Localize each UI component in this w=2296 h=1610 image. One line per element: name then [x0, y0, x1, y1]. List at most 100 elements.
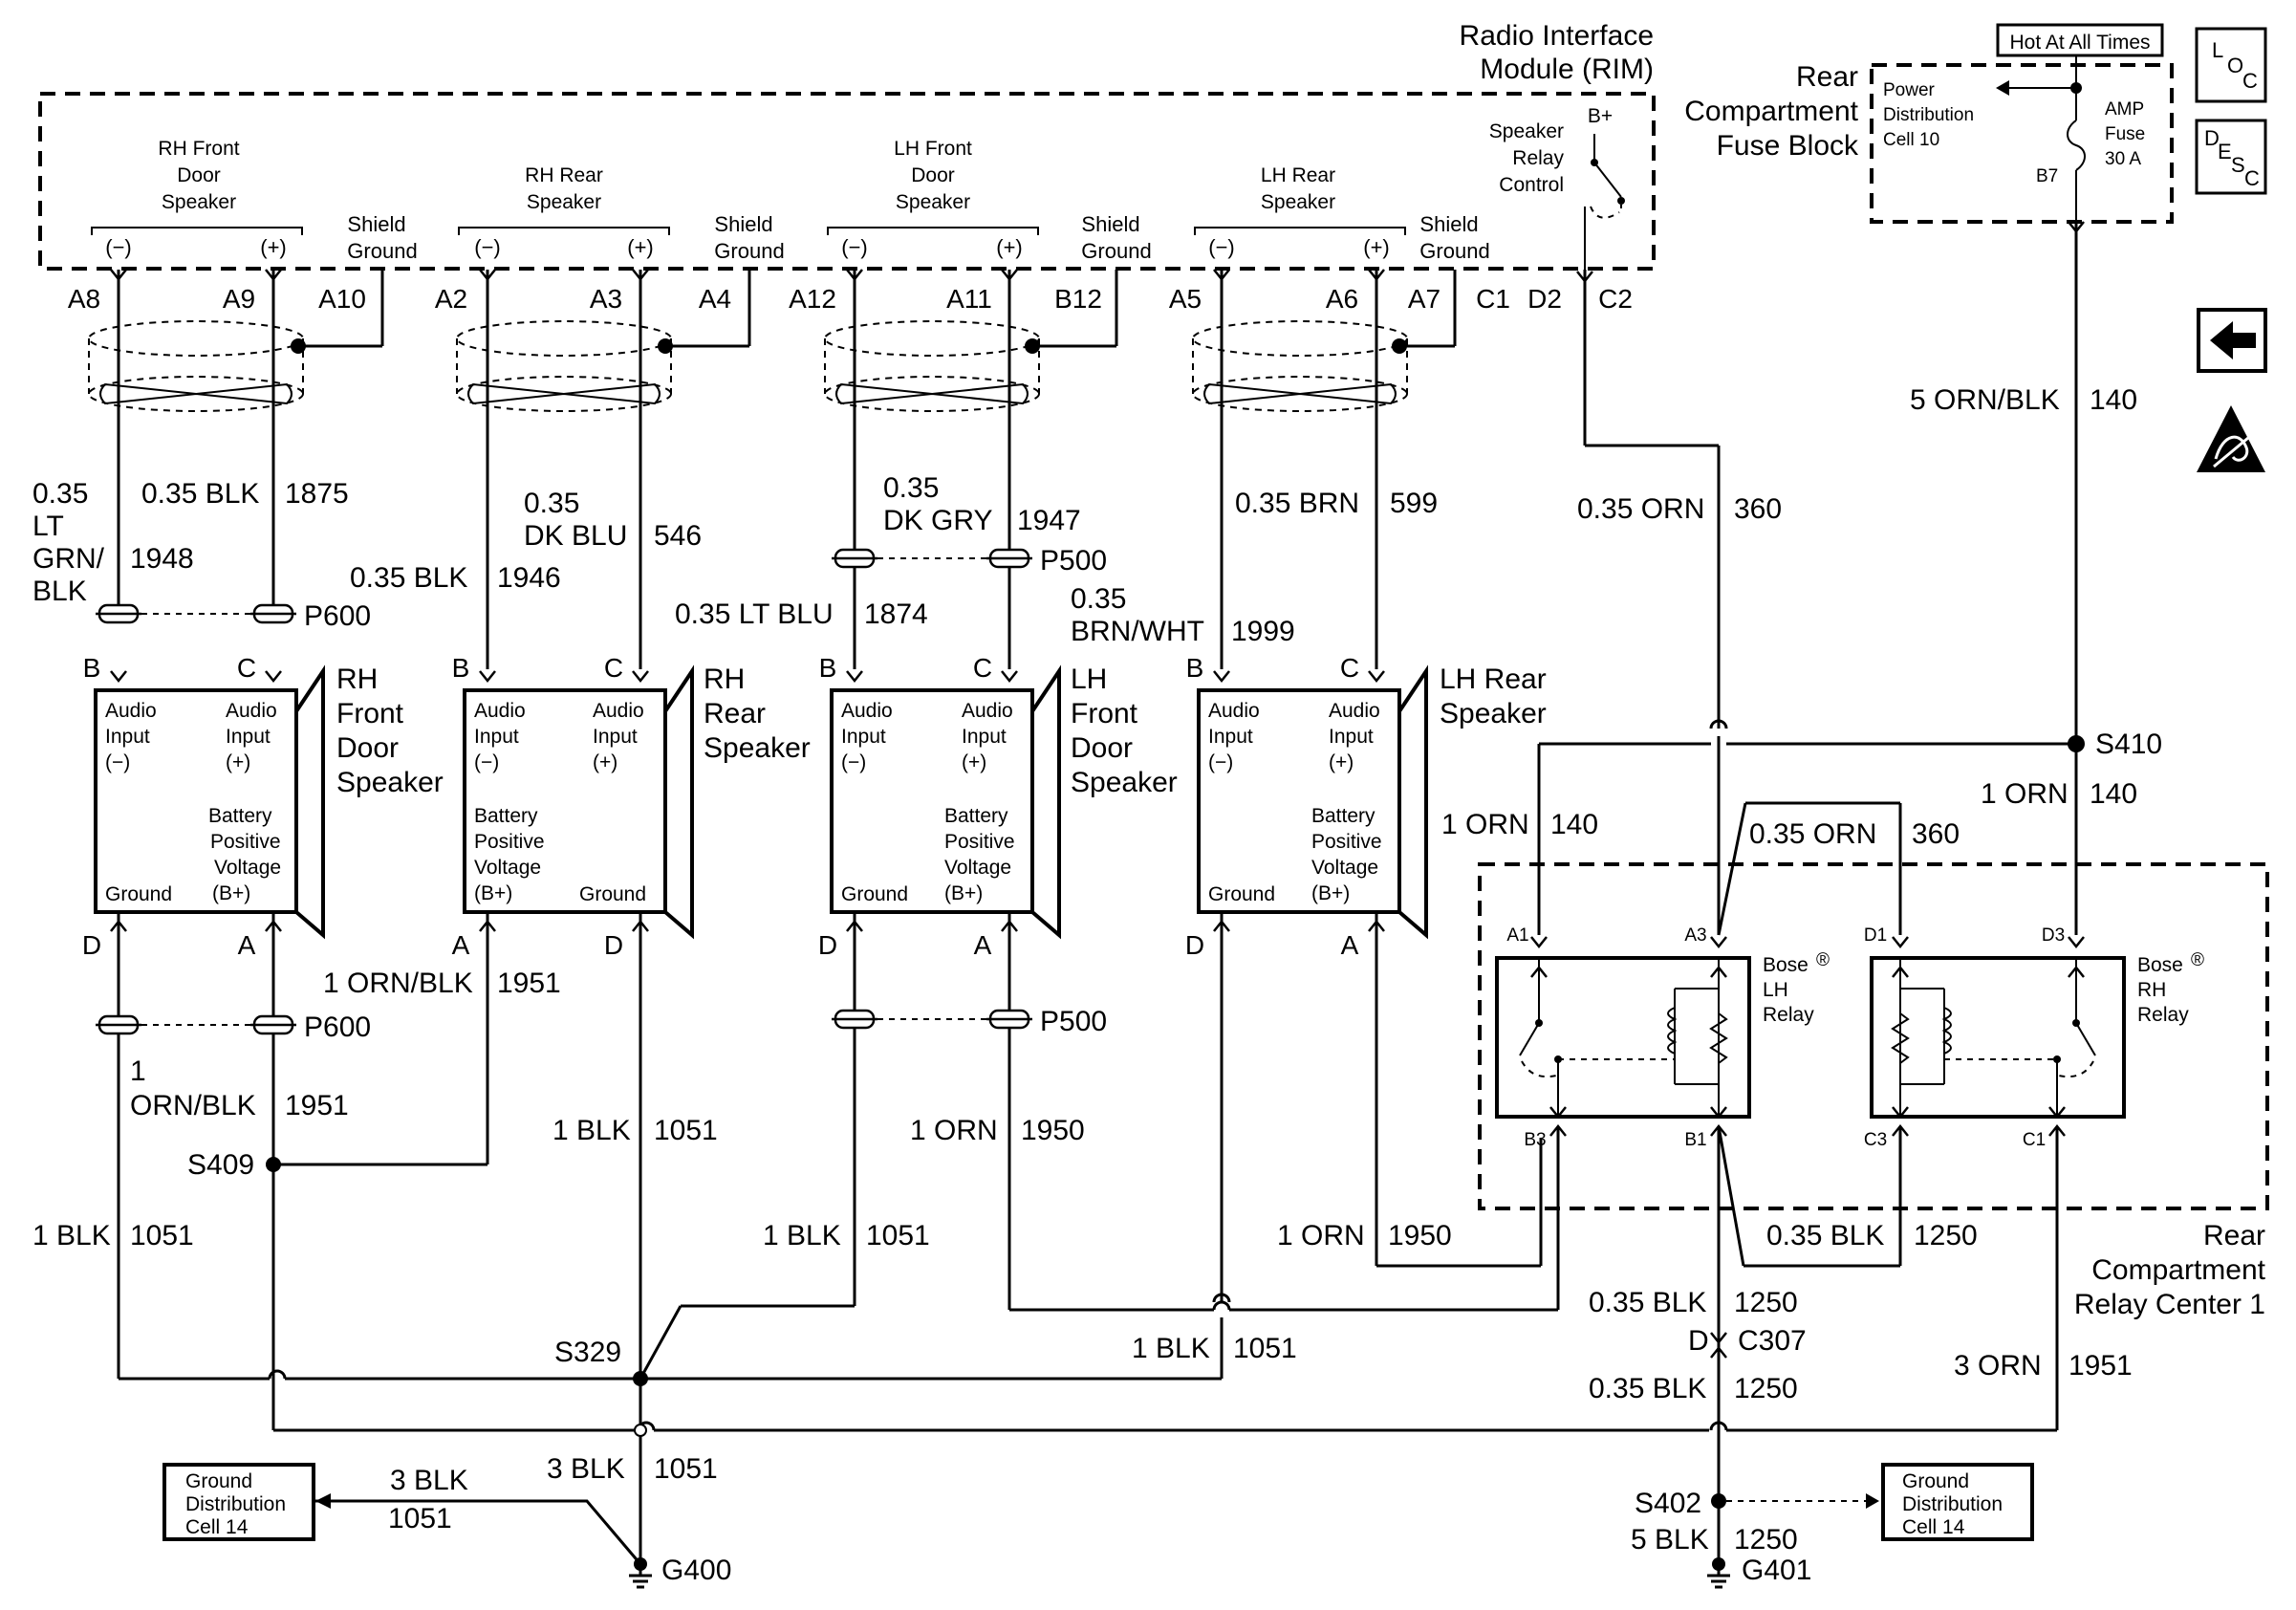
wl-c1250-c: 1250 [1734, 1373, 1798, 1404]
plus-2: (+) [627, 235, 654, 259]
wl-c1875: 1875 [285, 478, 349, 510]
rear-fuse-block: Hot At All Times Rear Compartment Fuse B… [1684, 23, 2174, 224]
rim-pin-a10: A10 [318, 284, 366, 314]
wl-035orn-b: 0.35 ORN [1749, 818, 1876, 850]
pin-d-2: D [604, 930, 623, 960]
s4-inr-0: Audio [1329, 700, 1380, 722]
rim-pin-a12: A12 [789, 284, 836, 314]
s4-inl-0: Audio [1208, 700, 1260, 722]
s3-inr-0: Audio [962, 700, 1013, 722]
relay-pin-c1: C1 [2023, 1130, 2046, 1150]
wl-c1051-f: 1051 [654, 1453, 718, 1485]
p500-lower-label: P500 [1040, 1006, 1107, 1037]
rim-outline [38, 92, 1656, 271]
brace-rh-rear [458, 227, 670, 235]
s1-name-0: RH [336, 664, 378, 695]
amp-fuse-1: AMP [2105, 99, 2144, 120]
ground-distribution-left: Ground Distribution Cell 14 [162, 1463, 315, 1541]
wl-c1946: 1946 [497, 562, 561, 594]
wl-lt: LT [32, 511, 64, 542]
wl-c1948: 1948 [130, 543, 194, 575]
amp-fuse-terminal: B7 [2036, 166, 2058, 186]
minus-2: (−) [474, 235, 501, 259]
p500-lower-connector [830, 1009, 1034, 1030]
s3-name-3: Speaker [1071, 767, 1178, 798]
gdc-left-2: Distribution [185, 1493, 286, 1515]
twisted-pair-lh-front [824, 268, 1118, 669]
s1-bat-2: Voltage [214, 857, 281, 879]
plus-1: (+) [260, 235, 287, 259]
wl-035-b: 0.35 [524, 488, 579, 519]
s410-label: S410 [2095, 729, 2162, 760]
relay-ctrl-2: Relay [1512, 147, 1564, 169]
rim-pin-a4: A4 [699, 284, 731, 314]
rh-relay-2: RH [2137, 979, 2166, 1001]
s2-bat-2: Voltage [474, 857, 541, 879]
pin-a-4: A [1341, 930, 1359, 960]
pin-d-4: D [1185, 930, 1204, 960]
s1-name-1: Front [336, 698, 404, 729]
wl-035orn: 0.35 ORN [1577, 493, 1704, 525]
wl-c1250-a: 1250 [1914, 1220, 1978, 1251]
int-lh-rear-2: Speaker [1261, 191, 1335, 213]
s4-name-1: Speaker [1440, 698, 1547, 729]
pin-b-2: B [452, 653, 470, 683]
int-rh-rear-1: RH Rear [525, 164, 603, 186]
bplus-label: B+ [1588, 105, 1613, 127]
wire-labels-lower: 1 ORN/BLK 1951 1 ORN/BLK 1951 1 BLK 1051… [32, 968, 1452, 1534]
wl-035blk-d: 0.35 BLK [1589, 1287, 1706, 1318]
desc-d: D [2204, 126, 2220, 150]
s2-name-2: Speaker [704, 732, 811, 764]
wl-035blk-b: 0.35 BLK [350, 562, 467, 594]
int-rh-front-1: RH Front [158, 138, 239, 160]
s2-gnd: Ground [579, 883, 646, 905]
wl-1orn-b: 1 ORN [1981, 778, 2069, 810]
relay-ground-wiring [1556, 1125, 2059, 1564]
rim-pin-a3: A3 [590, 284, 622, 314]
p600-upper-label: P600 [304, 600, 371, 632]
wl-grn: GRN/ [32, 543, 105, 575]
speaker-lh-front: B C Audio Input (−) Audio Input (+) Batt… [818, 653, 1178, 960]
wl-c1051-c: 1051 [1233, 1333, 1297, 1364]
wl-3blk-a: 3 BLK [390, 1465, 468, 1496]
relay-pin-a1: A1 [1506, 925, 1528, 946]
p500-upper-label: P500 [1040, 545, 1107, 577]
wl-c140-b: 140 [2090, 778, 2137, 810]
s4-inr-1: Input [1329, 726, 1374, 748]
rim-pin-d2: D2 [1527, 284, 1562, 314]
wl-5ornblk: 5 ORN/BLK [1910, 384, 2060, 416]
lh-relay-1: Bose [1763, 954, 1809, 976]
brace-lh-front [827, 227, 1039, 235]
wl-1blk-b: 1 BLK [763, 1220, 841, 1251]
radio-interface-module: Radio Interface Module (RIM) RH Front Do… [38, 20, 1656, 272]
pin-a-1: A [238, 930, 256, 960]
wl-1orn-a: 1 ORN [1441, 809, 1529, 840]
brace-rh-front [91, 227, 303, 235]
relay-feed-wires [1537, 220, 2086, 936]
wl-c1051-d: 1051 [654, 1115, 718, 1146]
rim-pin-a9: A9 [223, 284, 255, 314]
relay-center-1: Rear [2203, 1220, 2265, 1251]
wl-1orn-c: 1 ORN [910, 1115, 998, 1146]
p600-upper-connector [94, 603, 298, 624]
rear-relay-center: Rear Compartment Relay Center 1 A1 A3 D1… [1478, 862, 2269, 1320]
s2-bat-0: Battery [474, 805, 538, 827]
desc-c: C [2244, 166, 2260, 190]
twisted-pair-lh-rear [1192, 268, 1457, 669]
s329-label: S329 [554, 1337, 621, 1368]
s2-inr-1: Input [593, 726, 638, 748]
relay-pin-d1: D1 [1864, 925, 1887, 946]
wl-c1950-b: 1950 [1388, 1220, 1452, 1251]
wl-c1951b: 1951 [285, 1090, 349, 1121]
fuse-block-title-1: Rear [1796, 61, 1858, 93]
s2-inl-1: Input [474, 726, 519, 748]
s3-inl-2: (−) [841, 751, 866, 773]
pin-c-4: C [1340, 653, 1359, 683]
lh-relay-3: Relay [1763, 1004, 1814, 1026]
desc-icon[interactable]: D E S C [2195, 119, 2267, 195]
wl-5blk: 5 BLK [1631, 1524, 1709, 1556]
back-arrow-icon[interactable] [2197, 308, 2267, 373]
loc-icon[interactable]: L O C [2195, 27, 2267, 103]
c307-label: C307 [1738, 1325, 1807, 1357]
